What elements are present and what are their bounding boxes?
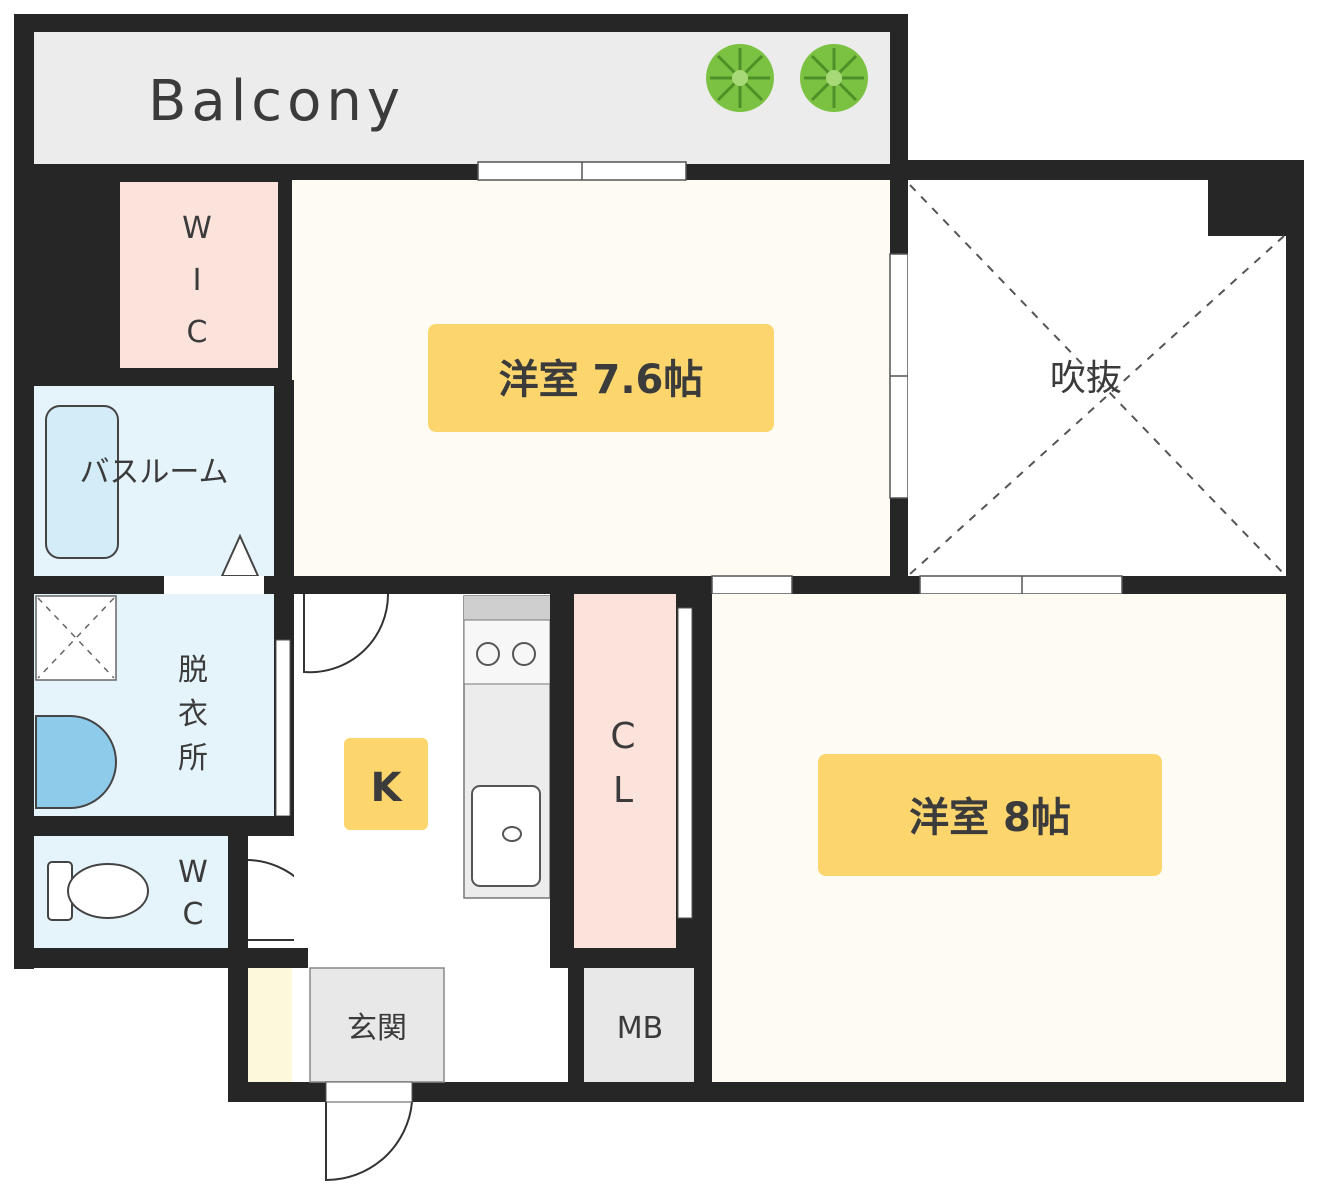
dressing-label-3: 所 (178, 741, 208, 776)
wic-room (120, 182, 278, 368)
entrance-label: 玄関 (347, 1011, 407, 1046)
wic-label-i: I (193, 263, 202, 298)
dressing-label-1: 脱 (178, 653, 208, 688)
bathtub-icon (45, 405, 119, 559)
closet-label-l: L (613, 770, 633, 811)
entrance-area (309, 967, 445, 1083)
western-room-2-label: 洋室 8帖 (909, 795, 1071, 841)
closet-label-c: C (610, 716, 635, 757)
wic-label-w: W (182, 211, 212, 246)
balcony-label: Balcony (148, 69, 405, 134)
sink-icon (35, 715, 117, 809)
western-room-1-label: 洋室 7.6帖 (499, 357, 704, 403)
kitchen-label: K (371, 765, 404, 811)
kitchen-label-bg (344, 738, 428, 830)
bathroom-label: バスルーム (79, 455, 228, 490)
entrance-door (325, 1101, 413, 1182)
toilet-bowl-icon (67, 863, 149, 919)
western-room-1-label-bg (428, 324, 774, 432)
plant-icon (800, 44, 868, 112)
kitchen-sink-icon (471, 785, 541, 887)
western-room-2-label-bg (818, 754, 1162, 876)
stove-burner-icon (512, 642, 536, 666)
wc-label-w: W (178, 855, 208, 890)
mb-label: MB (617, 1011, 663, 1046)
dressing-label-2: 衣 (178, 697, 208, 732)
plant-icon (706, 44, 774, 112)
wic-label-c: C (187, 315, 208, 350)
fukinuke-label: 吹抜 (1050, 358, 1122, 399)
closet (570, 594, 678, 950)
mb-area (584, 968, 694, 1082)
wc-label-c: C (183, 897, 204, 932)
stove-burner-icon (476, 642, 500, 666)
